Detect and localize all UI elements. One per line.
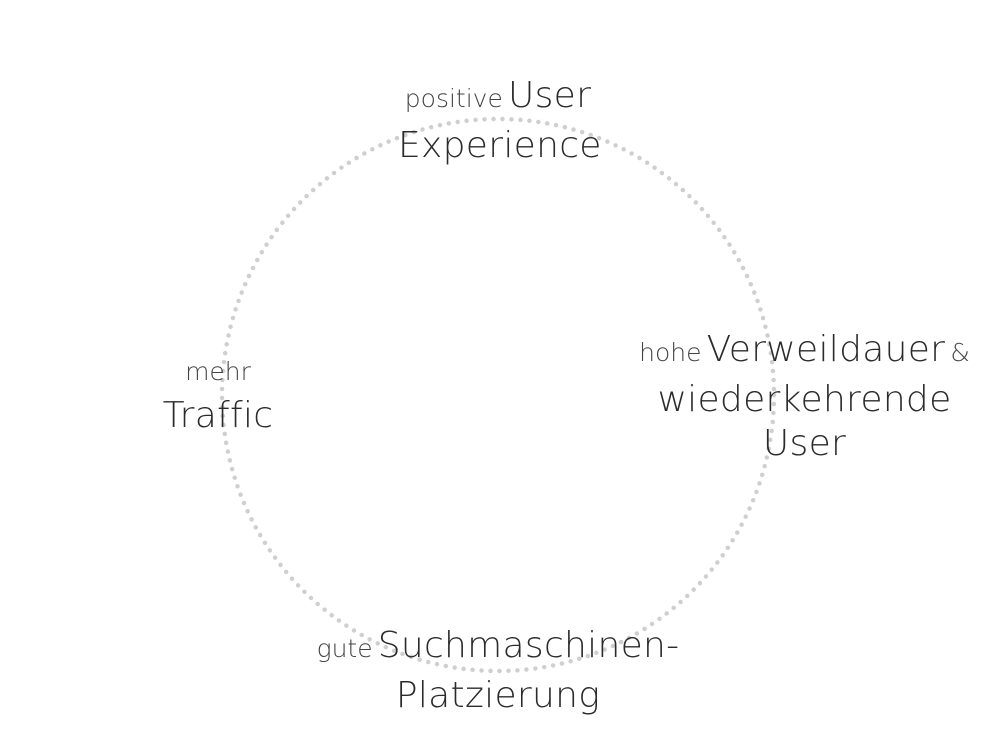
node-user-experience-line1: positive User: [398, 74, 598, 124]
node-user-experience-title-2: Experience: [398, 125, 602, 166]
node-user-experience: positive User Experience: [398, 74, 602, 168]
node-verweildauer-line1: hohe Verweildauer &: [632, 328, 977, 378]
node-suchmaschinen-title: Suchmaschinen-: [377, 625, 680, 666]
node-suchmaschinen-platzierung: gute Suchmaschinen- Platzierung: [308, 624, 688, 718]
node-verweildauer-title: Verweildauer: [706, 329, 946, 370]
node-suchmaschinen-title-2: Platzierung: [395, 675, 601, 716]
node-verweildauer: hohe Verweildauer & wiederkehrende User: [632, 328, 977, 466]
node-traffic-title: Traffic: [162, 395, 274, 436]
dotted-cycle-circle: [219, 116, 777, 674]
node-suchmaschinen-prefix: gute: [316, 634, 373, 663]
node-verweildauer-prefix: hohe: [639, 338, 702, 367]
node-verweildauer-ampersand: &: [950, 338, 970, 367]
node-user-experience-title: User: [507, 75, 592, 116]
node-verweildauer-title-2: wiederkehrende: [657, 379, 952, 420]
node-traffic-prefix: mehr: [185, 357, 251, 386]
node-verweildauer-title-3: User: [762, 423, 847, 464]
node-user-experience-prefix: positive: [404, 84, 503, 113]
node-traffic: mehr Traffic: [148, 350, 288, 438]
node-suchmaschinen-line1: gute Suchmaschinen-: [308, 624, 688, 674]
